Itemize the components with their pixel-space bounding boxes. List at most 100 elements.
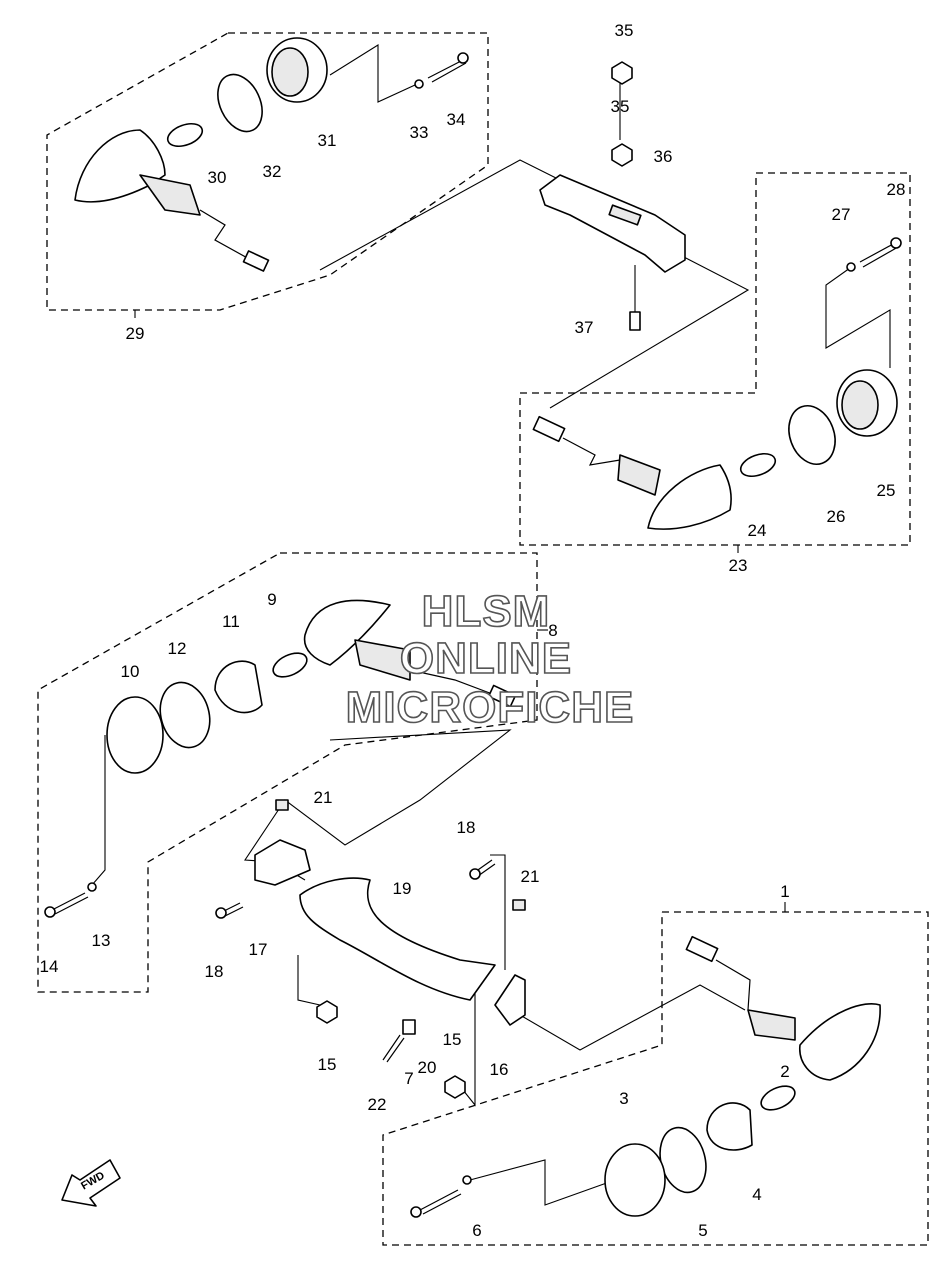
bulb-24 — [739, 452, 777, 478]
housing-1 — [799, 1003, 881, 1081]
signal-connector — [242, 250, 270, 272]
callout-18b: 18 — [205, 962, 224, 981]
callout-17: 17 — [249, 940, 268, 959]
housing-8 — [303, 599, 391, 666]
callout-35b: 35 — [611, 97, 630, 116]
callout-3: 3 — [619, 1089, 628, 1108]
callout-9: 9 — [267, 590, 276, 609]
bulb-9 — [272, 652, 308, 678]
lens-10 — [106, 696, 164, 774]
screw-7 — [419, 1189, 462, 1215]
assembly-boundary-1 — [382, 911, 929, 1246]
callout-12: 12 — [168, 639, 187, 658]
washer-33 — [414, 79, 424, 89]
screw-34-head — [457, 52, 469, 64]
housing-23 — [647, 464, 732, 530]
callout-29: 29 — [126, 324, 145, 343]
wire-23 — [562, 437, 621, 466]
wire-8 — [409, 669, 496, 696]
bracket-assembly-36 — [539, 61, 686, 331]
callout-15a: 15 — [318, 1055, 337, 1074]
nut-35-top — [611, 61, 633, 85]
callout-15b: 15 — [443, 1030, 462, 1049]
screw-28 — [859, 242, 899, 268]
callout-1: 1 — [780, 882, 789, 901]
callout-34: 34 — [447, 110, 466, 129]
callout-37: 37 — [575, 318, 594, 337]
callout-2: 2 — [780, 1062, 789, 1081]
connector-1 — [685, 935, 719, 963]
reflector-11 — [214, 660, 263, 714]
callout-7: 7 — [404, 1069, 413, 1088]
rim-25-inner — [841, 380, 879, 430]
screw-34 — [427, 59, 467, 83]
screw-14 — [51, 892, 89, 915]
mount-assembly — [215, 799, 526, 1099]
bracket-17 — [254, 839, 311, 886]
callout-10: 10 — [121, 662, 140, 681]
fwd-direction-arrow: FWD — [61, 1159, 121, 1207]
nut-21-left — [275, 799, 289, 811]
callout-24: 24 — [748, 521, 767, 540]
callout-19: 19 — [393, 879, 412, 898]
signal-stem — [139, 174, 201, 216]
callout-6: 6 — [472, 1221, 481, 1240]
watermark-line1: HLSM — [422, 587, 551, 636]
callout-31: 31 — [318, 131, 337, 150]
callout-26: 26 — [827, 507, 846, 526]
bracket-16 — [494, 974, 526, 1026]
washer-6 — [462, 1175, 472, 1185]
bulb-30 — [166, 122, 204, 148]
callout-5: 5 — [698, 1221, 707, 1240]
screw-22 — [382, 1034, 405, 1063]
stem-8 — [354, 639, 411, 681]
bracket-slot — [608, 204, 642, 226]
bulb-2 — [760, 1085, 796, 1111]
cover-19 — [299, 877, 496, 1001]
turn-signal-assembly-23 — [532, 237, 902, 530]
callout-13: 13 — [92, 931, 111, 950]
bolt-18-upper-head — [469, 868, 481, 880]
signal-wire — [199, 209, 261, 266]
washer-27 — [846, 262, 856, 272]
screw-14-head — [44, 906, 56, 918]
bolt-18-lower-head — [215, 907, 227, 919]
callout-11: 11 — [222, 612, 240, 631]
callout-36: 36 — [654, 147, 673, 166]
lens-rim-31-inner — [271, 47, 309, 97]
bolt-37 — [629, 311, 641, 331]
assembly-boundary-23 — [519, 172, 911, 546]
turn-signal-assembly-29 — [74, 37, 469, 272]
callout-23: 23 — [729, 556, 748, 575]
callout-21a: 21 — [314, 788, 333, 807]
callout-30: 30 — [208, 168, 227, 187]
nut-21-right — [512, 899, 526, 911]
callout-20: 20 — [418, 1058, 437, 1077]
assembly-boundary-8 — [37, 552, 538, 993]
nut-15-left — [316, 1000, 338, 1024]
callout-35a: 35 — [615, 21, 634, 40]
signal-housing-bullet — [74, 129, 166, 203]
bracket-36 — [539, 174, 686, 273]
watermark: HLSM ONLINE MICROFICHE — [345, 586, 634, 733]
callout-labels: 1 2 3 4 5 6 7 8 9 10 11 12 13 14 15 15 1… — [40, 21, 906, 1240]
gasket-12 — [159, 681, 211, 749]
washer-13 — [87, 882, 97, 892]
reflector-4 — [706, 1102, 753, 1151]
lens-3 — [604, 1143, 666, 1217]
callout-28: 28 — [887, 180, 906, 199]
callout-14: 14 — [40, 957, 59, 976]
callout-32: 32 — [263, 162, 282, 181]
screw-28-head — [890, 237, 902, 249]
nut-15-lower — [444, 1075, 466, 1099]
turn-signal-assembly-8 — [44, 599, 517, 918]
wire-1 — [715, 959, 751, 1011]
callout-8: 8 — [548, 621, 557, 640]
callout-4: 4 — [752, 1185, 761, 1204]
assembly-boundary-29 — [46, 32, 489, 311]
callout-27: 27 — [832, 205, 851, 224]
connector-8 — [487, 684, 517, 708]
callout-18a: 18 — [457, 818, 476, 837]
turn-signal-assembly-1 — [410, 935, 881, 1218]
